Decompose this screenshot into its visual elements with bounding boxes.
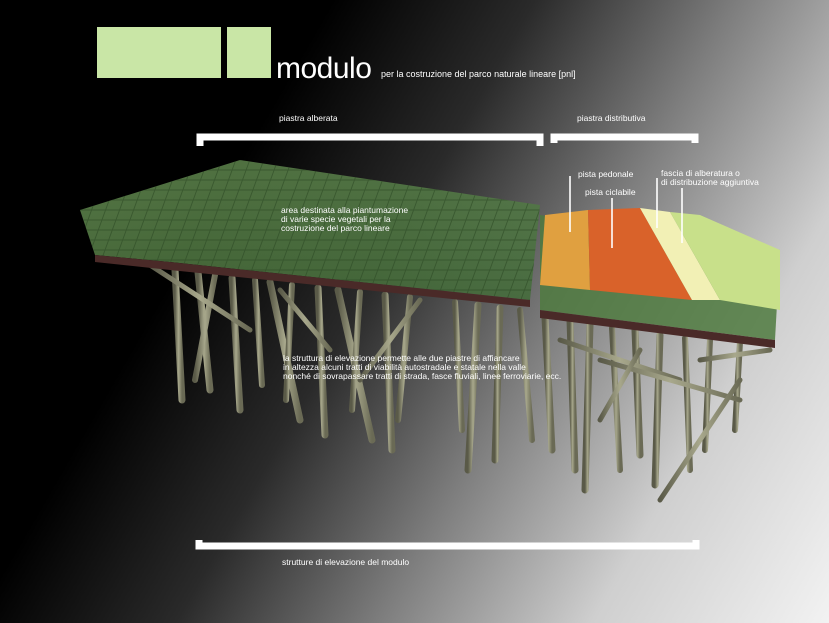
pista-ciclabile-surface — [588, 208, 692, 300]
deck-distributiva — [540, 208, 780, 348]
label-pista-ciclabile: pista ciclabile — [585, 187, 636, 197]
label-piastra-alberata: piastra alberata — [279, 113, 338, 123]
label-area-destinata: area destinata alla piantumazione di var… — [281, 205, 409, 233]
page-title: modulo — [276, 52, 372, 85]
pillars — [147, 262, 773, 503]
label-strutture-modulo: strutture di elevazione del modulo — [282, 557, 410, 567]
color-swatch-large — [97, 27, 221, 78]
label-fascia-alberatura: fascia di alberatura o di distribuzione … — [661, 168, 759, 187]
leader-lines — [569, 176, 683, 248]
pista-pedonale-surface — [540, 210, 590, 290]
fascia-surface — [640, 208, 720, 300]
label-piastra-distributiva: piastra distributiva — [577, 113, 646, 123]
label-pista-pedonale: pista pedonale — [578, 169, 634, 179]
deck-alberata — [80, 160, 540, 307]
color-swatch-small — [227, 27, 271, 78]
label-struttura-elevazione: la struttura di elevazione permette alle… — [283, 353, 562, 381]
page-subtitle: per la costruzione del parco naturale li… — [381, 69, 576, 79]
